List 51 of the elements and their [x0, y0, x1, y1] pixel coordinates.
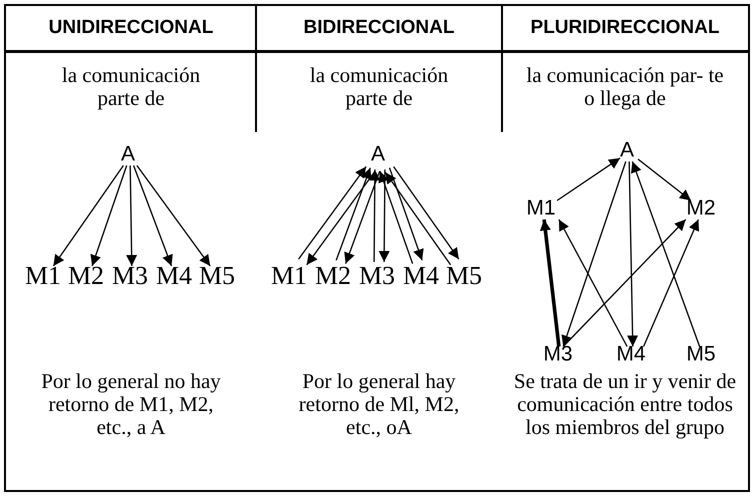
- arrow: [369, 170, 380, 262]
- node-label: M2: [314, 263, 352, 289]
- arrow: [540, 219, 561, 347]
- arrow: [136, 165, 211, 266]
- arrow: [298, 166, 367, 260]
- node-label: M3: [543, 344, 573, 364]
- arrow: [638, 158, 692, 202]
- node-label: A: [371, 144, 385, 164]
- arrow: [126, 165, 138, 266]
- node-label: M5: [198, 263, 236, 289]
- column-header: UNIDIRECCIONAL: [48, 16, 214, 40]
- arrow: [90, 165, 128, 266]
- arrow: [133, 165, 173, 266]
- caption-text: Por lo general no hay retorno de M1, M2, etc., a A: [40, 370, 222, 439]
- node-label: M1: [24, 263, 62, 289]
- arrow: [393, 166, 460, 260]
- arrow: [336, 168, 372, 261]
- caption-text: Se trata de un ir y venir de comunicación entre todos los miembros del grupo: [512, 370, 738, 439]
- description-text: la comunicación par- te o llega de: [526, 64, 724, 110]
- arrow: [562, 219, 686, 347]
- node-label: M4: [156, 263, 192, 289]
- node-label: M3: [112, 263, 148, 289]
- arrow: [344, 170, 380, 264]
- node-label: A: [121, 144, 135, 164]
- arrow: [630, 161, 700, 347]
- column-header: PLURIDIRECCIONAL: [530, 16, 720, 40]
- node-label: M1: [270, 263, 308, 289]
- arrow: [378, 170, 390, 262]
- caption-text: Por lo general hay retorno de Ml, M2, etc., oA: [298, 370, 460, 439]
- description-text: la comunicación parte de: [308, 64, 450, 110]
- arrow: [384, 172, 452, 266]
- node-label: M4: [616, 344, 646, 364]
- node-label: M4: [402, 263, 440, 289]
- node-label: M3: [358, 263, 396, 289]
- arrow: [558, 219, 628, 347]
- arrow: [388, 168, 424, 261]
- arrow: [643, 219, 700, 347]
- node-label: A: [620, 140, 634, 160]
- node-label: M5: [686, 344, 716, 364]
- node-label: M2: [68, 263, 104, 289]
- arrow: [52, 165, 124, 266]
- arrow: [556, 158, 620, 202]
- node-label: M1: [526, 198, 556, 218]
- arrow: [306, 172, 375, 266]
- arrow: [378, 170, 414, 264]
- column-header: BIDIRECCIONAL: [302, 16, 456, 40]
- node-label: M2: [686, 198, 716, 218]
- description-text: la comunicación parte de: [60, 64, 202, 110]
- arrow: [562, 161, 626, 347]
- arrow: [627, 161, 638, 347]
- node-label: M5: [446, 263, 482, 289]
